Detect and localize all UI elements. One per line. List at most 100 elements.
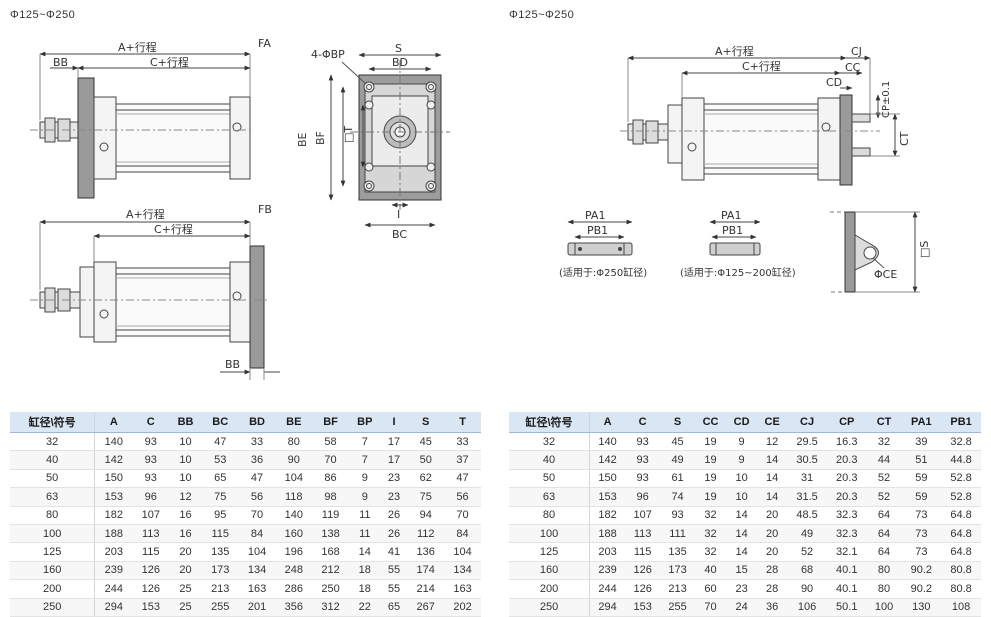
table-cell: 14 [726, 524, 758, 544]
header-c: C [625, 412, 661, 433]
table-cell: 14 [726, 542, 758, 562]
table-cell: 130 [901, 598, 942, 617]
table-cell: 100 [866, 598, 902, 617]
table-cell: 160 [275, 524, 313, 544]
table-cell: 31 [787, 469, 827, 489]
header-cc: CC [695, 412, 727, 433]
table-cell: 37 [444, 450, 481, 470]
table-cell: 15 [726, 561, 758, 581]
table-cell: 70 [238, 506, 276, 525]
header-ct: CT [866, 412, 902, 433]
table-cell: 153 [589, 487, 626, 507]
table-cell: 239 [94, 561, 133, 581]
table-cell: 20.3 [826, 487, 867, 507]
table-cell: 115 [132, 542, 170, 562]
table-cell: 59 [901, 487, 942, 507]
fa-a-dim-label: A+行程 [118, 41, 157, 54]
table-cell: 136 [407, 542, 445, 562]
table-cell: 100 [509, 524, 591, 544]
pin-250-pb1-label: PB1 [587, 224, 608, 237]
pin-125-200 [709, 219, 761, 256]
table-cell: 50.1 [826, 598, 867, 617]
table-cell: 44.8 [941, 450, 981, 470]
header-s: S [407, 412, 445, 433]
table-cell: 32.3 [826, 506, 867, 525]
table-cell: 32.3 [826, 524, 867, 544]
table-cell: 33 [238, 432, 276, 452]
table-cell: 52 [866, 469, 902, 489]
table-cell: 150 [589, 469, 626, 489]
table-cell: 80 [509, 506, 591, 525]
table-cell: 12 [757, 432, 788, 452]
table-cell: 90 [787, 579, 827, 599]
clevis-cc-label: CC [845, 61, 861, 74]
table-cell: 7 [348, 432, 381, 452]
table-cell: 55 [380, 579, 408, 599]
table-cell: 39 [901, 432, 942, 452]
table-cell: 36 [238, 450, 276, 470]
table-cell: 20 [169, 561, 202, 581]
table-cell: 196 [275, 542, 313, 562]
header-c: C [132, 412, 170, 433]
table-cell: 93 [132, 450, 170, 470]
table-cell: 111 [660, 524, 696, 544]
clevis-a-dim-label: A+行程 [715, 45, 754, 58]
table-cell: 50 [509, 469, 591, 489]
table-cell: 93 [625, 432, 661, 452]
table-cell: 75 [407, 487, 445, 507]
table-cell: 16.3 [826, 432, 867, 452]
table-cell: 126 [132, 579, 170, 599]
front-bp-label: 4-ΦBP [311, 48, 345, 61]
table-cell: 250 [509, 598, 591, 617]
table-cell: 28 [757, 579, 788, 599]
table-cell: 80 [10, 506, 96, 525]
table-cell: 140 [94, 432, 133, 452]
table-cell: 44 [866, 450, 902, 470]
front-bc-label: BC [392, 228, 407, 241]
table-cell: 20 [757, 524, 788, 544]
table-cell: 135 [660, 542, 696, 562]
table-cell: 74 [660, 487, 696, 507]
table-cell: 18 [348, 561, 381, 581]
table-cell: 174 [407, 561, 445, 581]
table-cell: 200 [509, 579, 591, 599]
table-cell: 65 [380, 598, 408, 617]
table-cell: 14 [757, 469, 788, 489]
table-cell: 163 [444, 579, 481, 599]
table-cell: 32 [695, 524, 727, 544]
table-cell: 32 [10, 432, 96, 452]
table-cell: 153 [625, 598, 661, 617]
table-cell: 64 [866, 542, 902, 562]
table-cell: 23 [380, 487, 408, 507]
table-cell: 56 [444, 487, 481, 507]
table-cell: 11 [348, 524, 381, 544]
table-cell: 32.8 [941, 432, 981, 452]
table-cell: 96 [625, 487, 661, 507]
table-cell: 30.5 [787, 450, 827, 470]
table-cell: 294 [589, 598, 626, 617]
table-cell: 356 [275, 598, 313, 617]
table-cell: 14 [757, 487, 788, 507]
table-cell: 134 [238, 561, 276, 581]
pin-125-200-note: (适用于:Φ125~200缸径) [680, 266, 796, 279]
table-cell: 14 [348, 542, 381, 562]
table-cell: 80 [866, 561, 902, 581]
table-cell: 106 [787, 598, 827, 617]
pin-125-200-pb1-label: PB1 [722, 224, 743, 237]
table-cell: 10 [726, 487, 758, 507]
table-cell: 61 [660, 469, 696, 489]
table-cell: 20.3 [826, 469, 867, 489]
table-cell: 100 [10, 524, 96, 544]
table-cell: 312 [312, 598, 349, 617]
table-cell: 23 [726, 579, 758, 599]
fb-label: FB [258, 203, 272, 216]
table-cell: 173 [660, 561, 696, 581]
table-cell: 118 [275, 487, 313, 507]
header-bp: BP [348, 412, 381, 433]
